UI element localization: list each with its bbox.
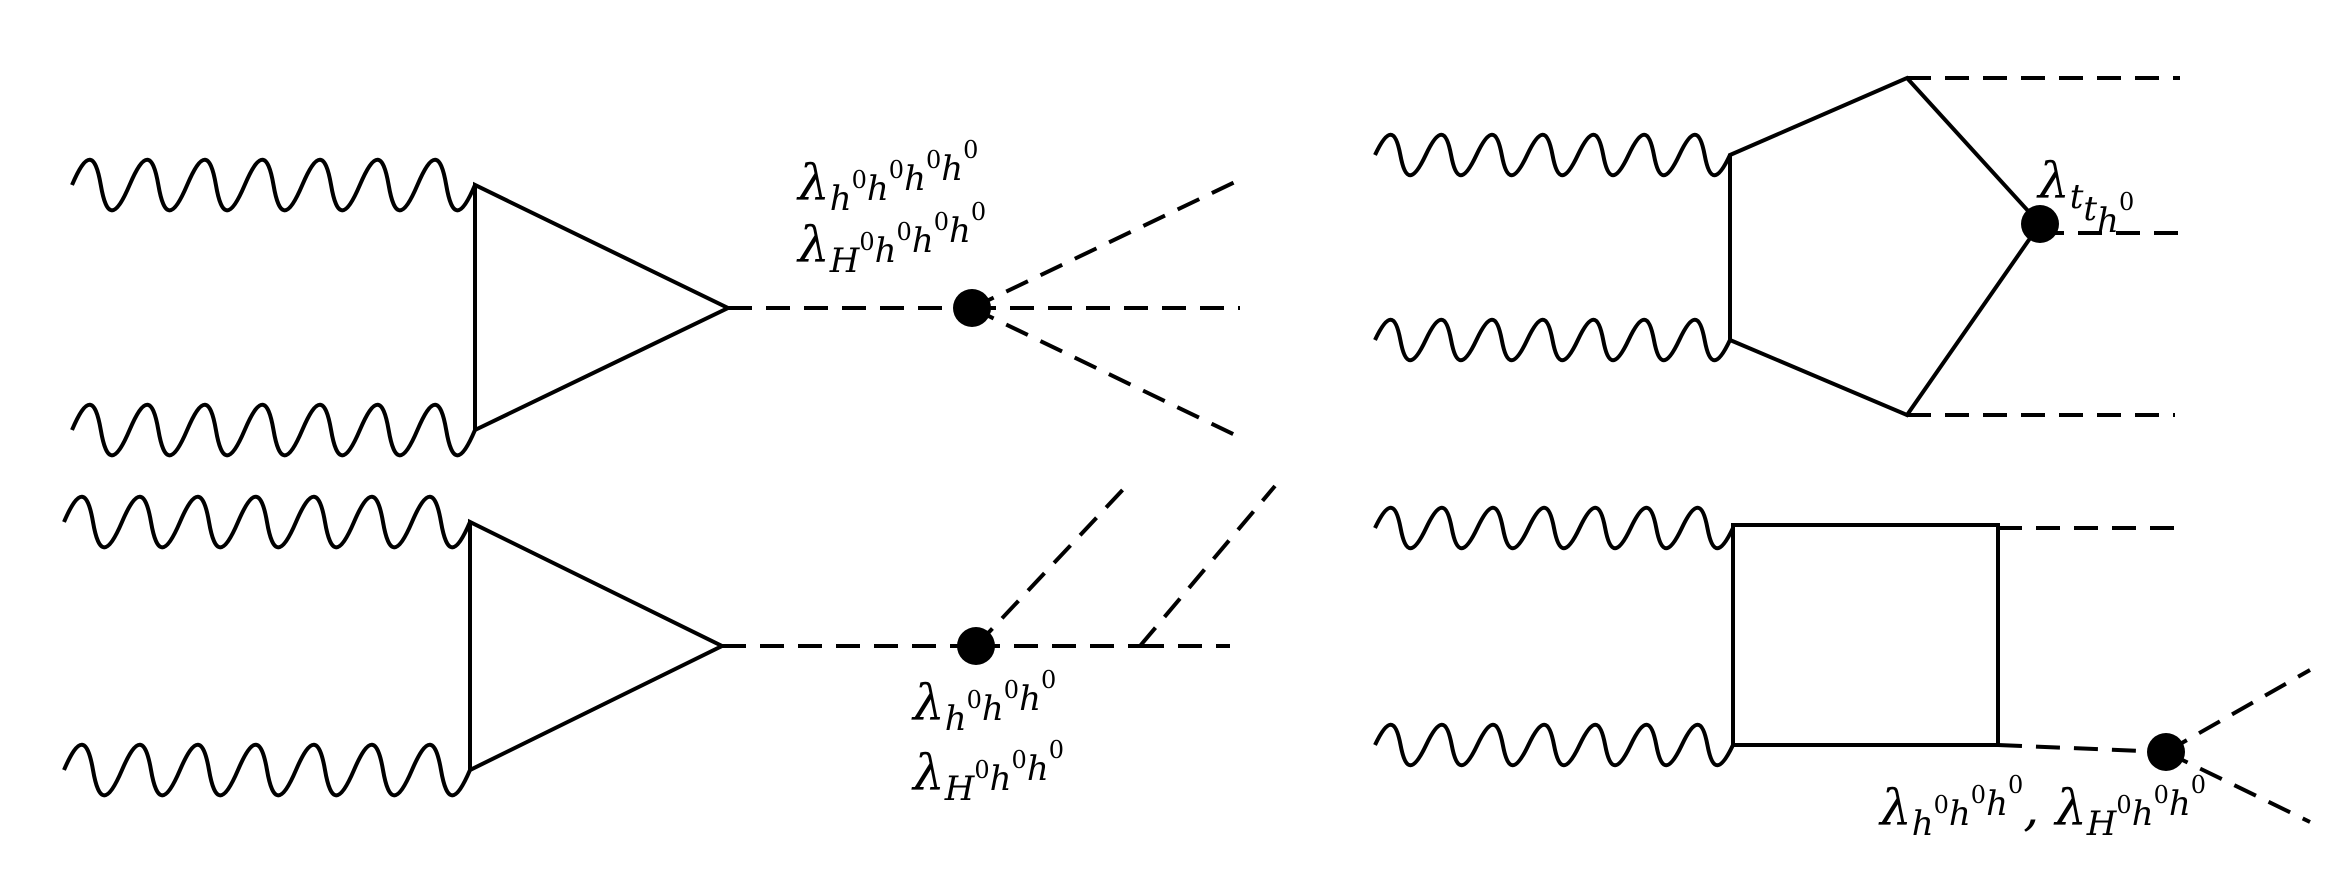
cubic-vertex [2147, 733, 2185, 771]
quark-pentagon-loop [1728, 75, 2043, 418]
cubic-vertex [957, 627, 995, 665]
diagram-triangle-quartic [70, 158, 1240, 457]
label-bottom-left-cubic-H: λH0h0h0 [911, 736, 1064, 809]
higgs-out-down [2165, 750, 2311, 824]
yukawa-vertex [2021, 205, 2059, 243]
label-top-left-quartic-H: λH0h0h0h0 [796, 198, 986, 281]
higgs-propagator [1997, 743, 2167, 754]
gluon-line-bottom [70, 403, 477, 457]
label-top-left-quartic-h: λh0h0h0h0 [796, 136, 978, 219]
gluon-line-top [1373, 133, 1732, 178]
diagram-triangle-cubic [62, 478, 1277, 797]
gluon-line-top [1373, 506, 1735, 550]
quark-box-loop [1731, 523, 2000, 747]
gluon-line-top [62, 494, 472, 550]
higgs-out-up [974, 478, 1134, 648]
gluon-line-bottom [62, 742, 472, 797]
diagram-box [1373, 506, 2311, 824]
gluon-line-bottom [1373, 722, 1735, 768]
gluon-line-bottom [1373, 318, 1732, 363]
label-bottom-left-cubic-h: λh0h0h0 [911, 666, 1056, 739]
label-top-right-yukawa: λtth0 [2036, 152, 2134, 241]
gluon-line-top [70, 158, 477, 212]
higgs-out-up [2165, 668, 2311, 754]
quark-triangle-loop [473, 181, 733, 434]
diagram-pentagon [1373, 75, 2180, 418]
higgs-out-up [971, 180, 1236, 310]
label-bottom-right-cubic: λh0h0h0, λH0h0h0 [1878, 771, 2206, 844]
quark-triangle-loop [468, 518, 727, 774]
higgs-out-kinked-a [1138, 484, 1277, 648]
quartic-vertex [953, 289, 991, 327]
higgs-out-down [971, 306, 1236, 437]
